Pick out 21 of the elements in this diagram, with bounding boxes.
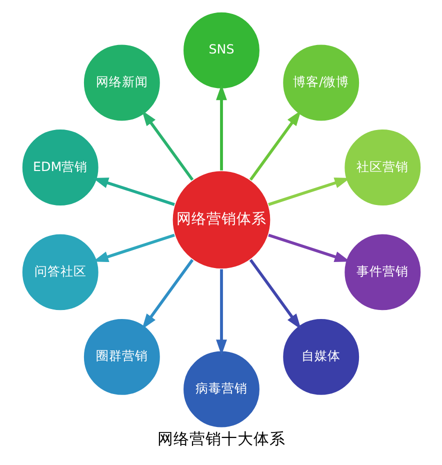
arrow bbox=[141, 110, 194, 181]
arrow bbox=[216, 269, 226, 356]
node-circle: 事件营销 bbox=[343, 233, 422, 312]
node-circle: EDM营销 bbox=[20, 128, 99, 206]
node-circle: 网络营销体系 bbox=[171, 170, 271, 270]
node-circle: 博客/微博 bbox=[282, 44, 360, 122]
node-circle: 圈群营销 bbox=[82, 318, 160, 396]
node-circle: SNS bbox=[182, 11, 260, 90]
arrow bbox=[92, 178, 174, 206]
node-circle: 病毒营销 bbox=[182, 350, 260, 428]
arrow bbox=[268, 178, 350, 206]
node-circle: 网络新闻 bbox=[82, 44, 160, 122]
caption: 网络营销十大体系 bbox=[157, 430, 285, 448]
arrow bbox=[141, 259, 194, 330]
node-circle: 问答社区 bbox=[20, 233, 99, 312]
arrow bbox=[268, 234, 350, 262]
arrow bbox=[216, 84, 226, 170]
node-circle: 社区营销 bbox=[343, 128, 422, 206]
node-circle: 自媒体 bbox=[282, 318, 360, 396]
arrow bbox=[248, 259, 301, 330]
arrow bbox=[248, 110, 301, 181]
